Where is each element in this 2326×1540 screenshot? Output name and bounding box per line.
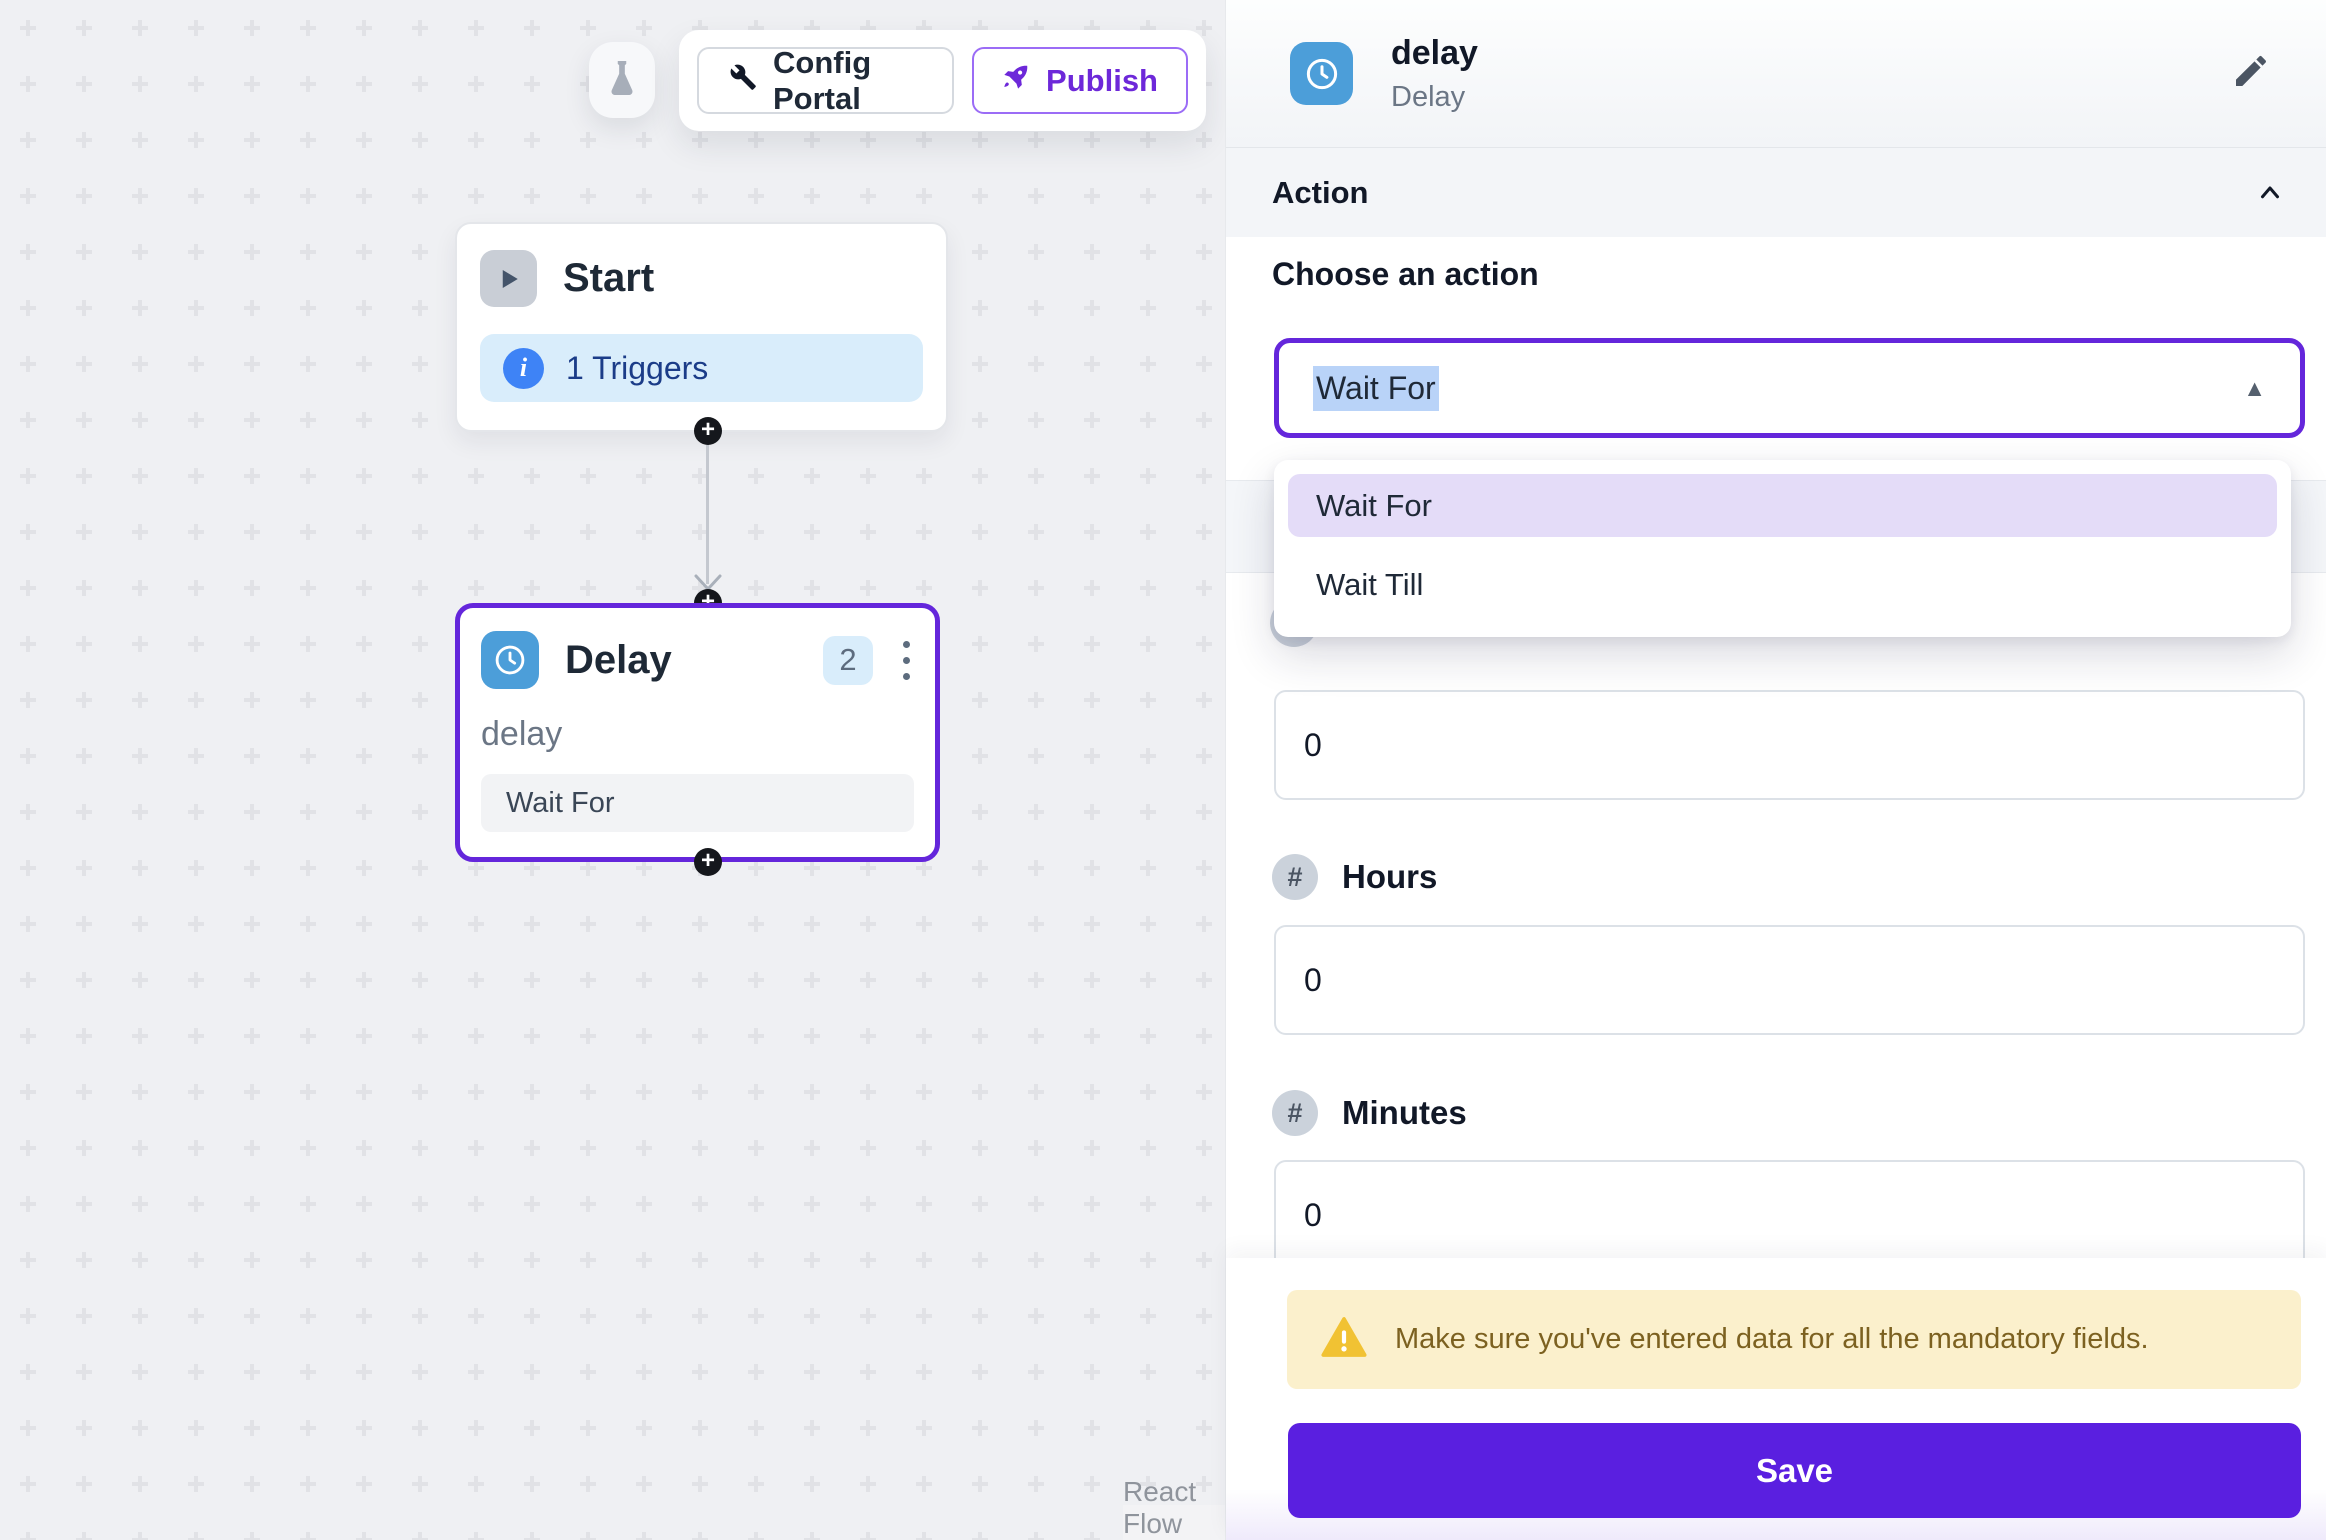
- hash-icon: #: [1272, 854, 1318, 900]
- delay-count-badge: 2: [823, 635, 873, 685]
- chevron-up-icon: [2255, 178, 2285, 208]
- triggers-label: 1 Triggers: [566, 349, 709, 386]
- edit-name-button[interactable]: [2231, 51, 2271, 96]
- clock-icon: [1290, 42, 1353, 105]
- action-select[interactable]: Wait For ▲: [1274, 338, 2305, 438]
- react-flow-attribution[interactable]: React Flow: [1123, 1476, 1243, 1540]
- clock-icon: [481, 631, 539, 689]
- add-node-button-start-bottom[interactable]: +: [694, 417, 722, 445]
- action-section-header[interactable]: Action: [1226, 148, 2326, 237]
- choose-action-label: Choose an action: [1272, 256, 1539, 292]
- wrench-icon: [729, 63, 757, 99]
- dropdown-option-wait-for[interactable]: Wait For: [1288, 474, 2277, 537]
- canvas-toolbar: Config Portal Publish: [679, 30, 1206, 131]
- save-button[interactable]: Save: [1288, 1423, 2301, 1518]
- delay-node-action-pill: Wait For: [481, 774, 914, 832]
- action-select-value: Wait For: [1313, 365, 1439, 411]
- delay-node-title: Delay: [565, 637, 672, 682]
- minutes-field-label: # Minutes: [1272, 1090, 1467, 1136]
- minutes-input[interactable]: [1274, 1160, 2305, 1270]
- hash-icon: #: [1272, 1090, 1318, 1136]
- warning-message: Make sure you've entered data for all th…: [1395, 1323, 2149, 1355]
- mandatory-fields-warning: Make sure you've entered data for all th…: [1287, 1290, 2301, 1389]
- publish-label: Publish: [1046, 62, 1158, 98]
- hours-input[interactable]: [1274, 925, 2305, 1035]
- delay-node-name: delay: [481, 715, 563, 753]
- panel-footer: Make sure you've entered data for all th…: [1226, 1258, 2326, 1540]
- info-icon: i: [503, 347, 544, 389]
- panel-header: delay Delay: [1226, 0, 2326, 148]
- play-icon: [480, 250, 537, 307]
- triggers-pill[interactable]: i 1 Triggers: [480, 334, 923, 402]
- start-node-title: Start: [563, 256, 655, 300]
- action-section-label: Action: [1272, 174, 1369, 210]
- hours-field-label: # Hours: [1272, 854, 1437, 900]
- warning-triangle-icon: [1321, 1316, 1367, 1363]
- days-input[interactable]: [1274, 690, 2305, 800]
- test-flask-button[interactable]: [589, 42, 655, 118]
- publish-button[interactable]: Publish: [972, 47, 1188, 114]
- caret-up-icon: ▲: [2243, 374, 2266, 401]
- dropdown-option-wait-till[interactable]: Wait Till: [1316, 566, 1424, 602]
- pencil-icon: [2231, 51, 2271, 96]
- delay-node-selected[interactable]: Delay 2 delay Wait For: [455, 603, 940, 862]
- node-config-panel: delay Delay Action Choose an action Wait…: [1225, 0, 2326, 1540]
- rocket-icon: [1002, 63, 1030, 99]
- flask-icon: [605, 58, 639, 103]
- config-portal-label: Config Portal: [773, 44, 872, 116]
- config-portal-button[interactable]: Config Portal: [697, 44, 955, 116]
- flow-canvas[interactable]: Config Portal Publish Start i 1 Triggers: [0, 0, 1243, 1540]
- panel-node-subtitle: Delay: [1391, 80, 1466, 113]
- node-menu-button[interactable]: [899, 637, 914, 684]
- start-node[interactable]: Start i 1 Triggers: [455, 222, 948, 432]
- edge-start-to-delay: [706, 432, 709, 584]
- action-select-dropdown: Wait For Wait Till: [1274, 460, 2291, 637]
- add-node-button-delay-bottom[interactable]: +: [694, 848, 722, 876]
- panel-node-title: delay: [1391, 33, 1478, 72]
